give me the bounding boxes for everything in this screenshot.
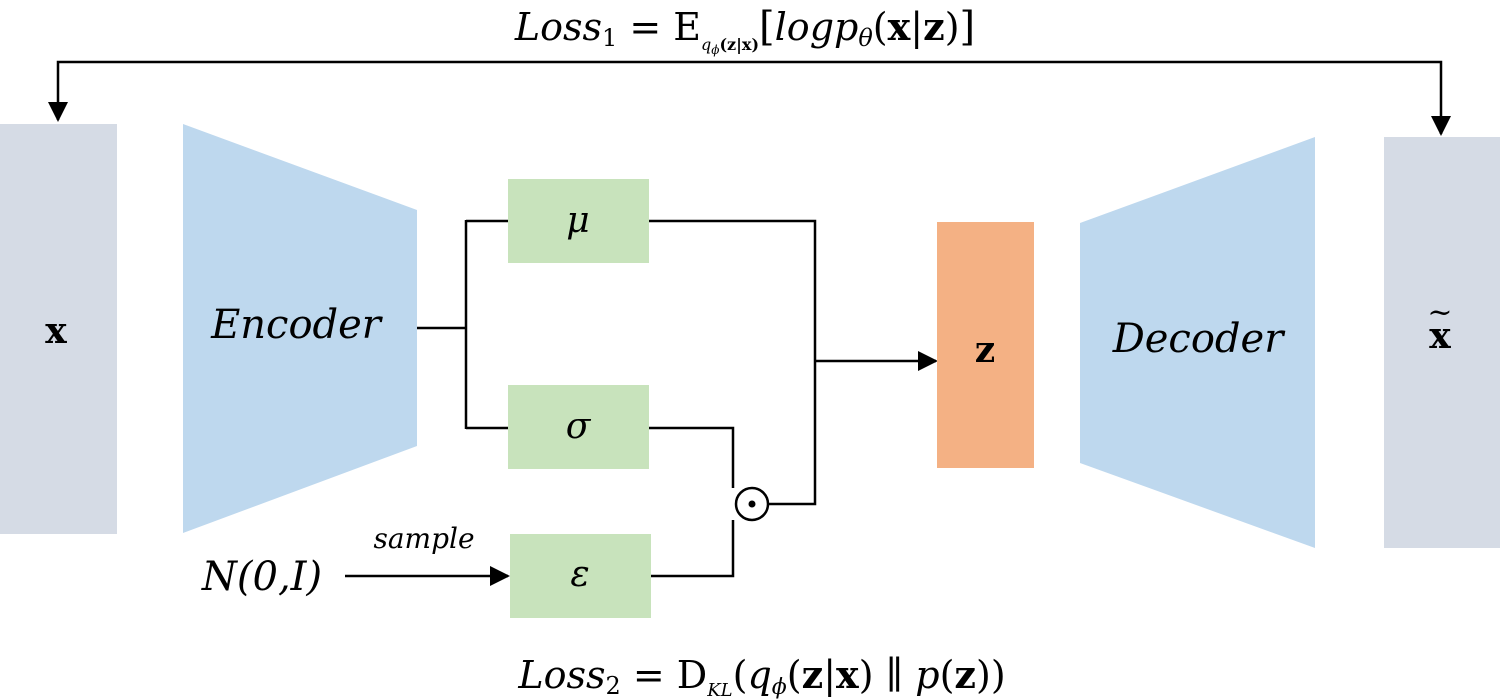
encoder-label: Encoder: [210, 302, 384, 348]
output-block: [1384, 137, 1500, 548]
sample-label: sample: [373, 522, 474, 555]
hadamard-product-dot: [748, 500, 756, 508]
loss1-formula: Loss1 = Eqϕ(z|x)[logpθ(x|z)]: [514, 4, 975, 57]
encoder-block: [183, 124, 417, 533]
mu-block: [508, 179, 649, 263]
loss2-formula: Loss2 = DKL(qϕ(z|x) ∥ p(z)): [517, 652, 1005, 700]
epsilon-label: ε: [570, 554, 589, 595]
sigma-to-product-line: [649, 426, 735, 488]
latent-z-block: [937, 222, 1034, 468]
decoder-label: Decoder: [1112, 316, 1287, 362]
mu-label: μ: [566, 200, 589, 241]
decoder-block: [1080, 137, 1315, 548]
epsilon-block: [510, 534, 651, 618]
sigma-label: σ: [566, 406, 592, 447]
output-tilde: ~: [1427, 295, 1452, 330]
input-block: [0, 124, 117, 534]
reconstruction-link: [48, 60, 1451, 136]
sigma-block: [508, 385, 649, 469]
output-label: x: [1429, 315, 1451, 357]
epsilon-to-product-line: [651, 520, 735, 578]
product-to-sum-line: [649, 219, 817, 506]
latent-z-label: z: [975, 329, 995, 371]
input-label: x: [45, 310, 67, 352]
noise-source-label: N(0,I): [201, 554, 322, 600]
